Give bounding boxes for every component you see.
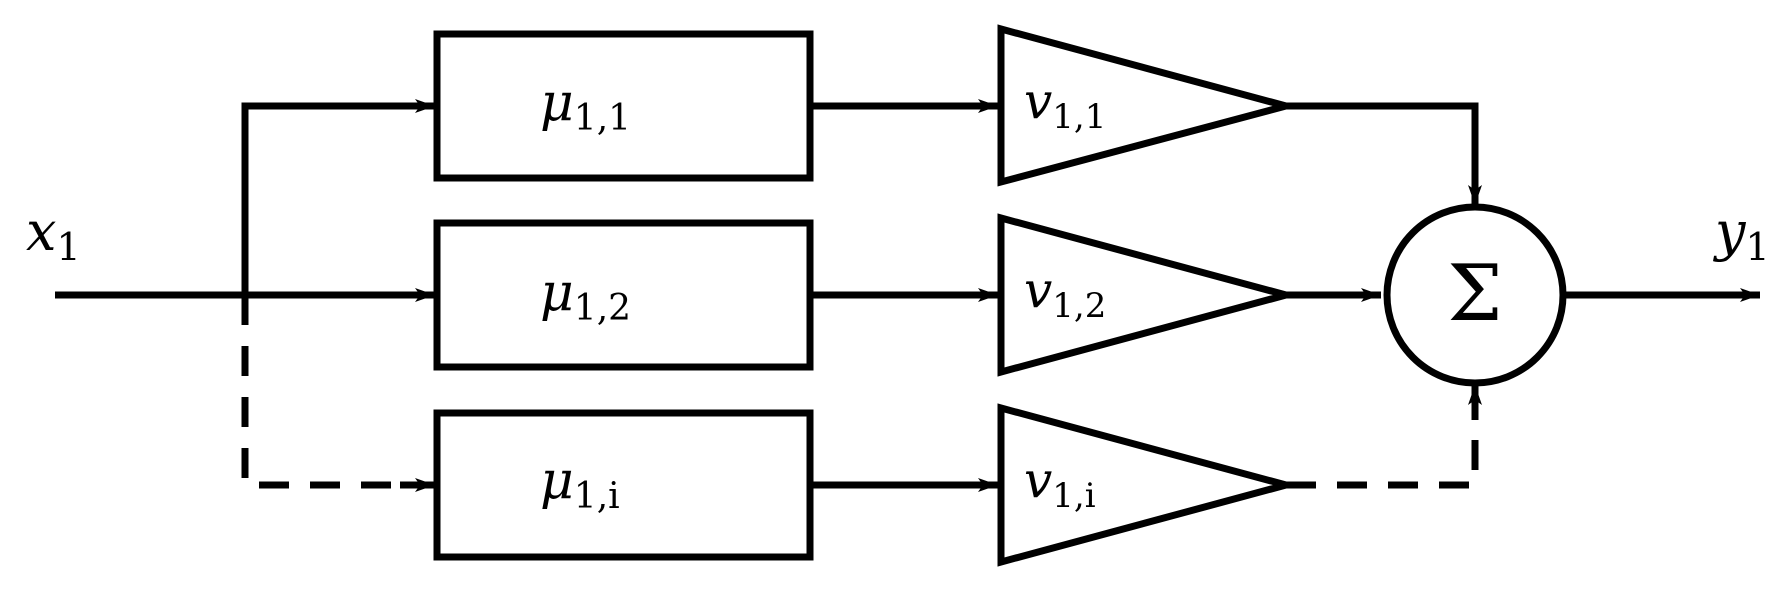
sigma-symbol: Σ — [1447, 249, 1502, 339]
gain-triangle-2 — [997, 213, 1300, 377]
gain-triangle-3 — [997, 403, 1300, 567]
summing-junction — [1383, 203, 1567, 387]
branch-3-feed — [241, 295, 400, 489]
filter-label-2: μ1,2 — [540, 263, 631, 329]
filter-box-3 — [433, 409, 814, 561]
gain-triangle-1 — [997, 24, 1300, 187]
filter-box-2 — [433, 219, 814, 371]
gain-3-to-summer — [1286, 420, 1479, 489]
filter-box-1 — [433, 30, 814, 182]
gain-label-2: v1,2 — [1024, 261, 1106, 326]
gain-label-1: v1,1 — [1024, 72, 1106, 137]
output-label: y1 — [1713, 200, 1770, 269]
gain-label-3: v1,i — [1024, 451, 1096, 516]
filter-label-3: μ1,i — [540, 451, 620, 517]
branch-1-feed — [241, 99, 435, 295]
gain-1-to-summer — [1286, 102, 1482, 205]
input-label: x1 — [26, 200, 81, 269]
filter-label-1: μ1,1 — [540, 73, 631, 139]
